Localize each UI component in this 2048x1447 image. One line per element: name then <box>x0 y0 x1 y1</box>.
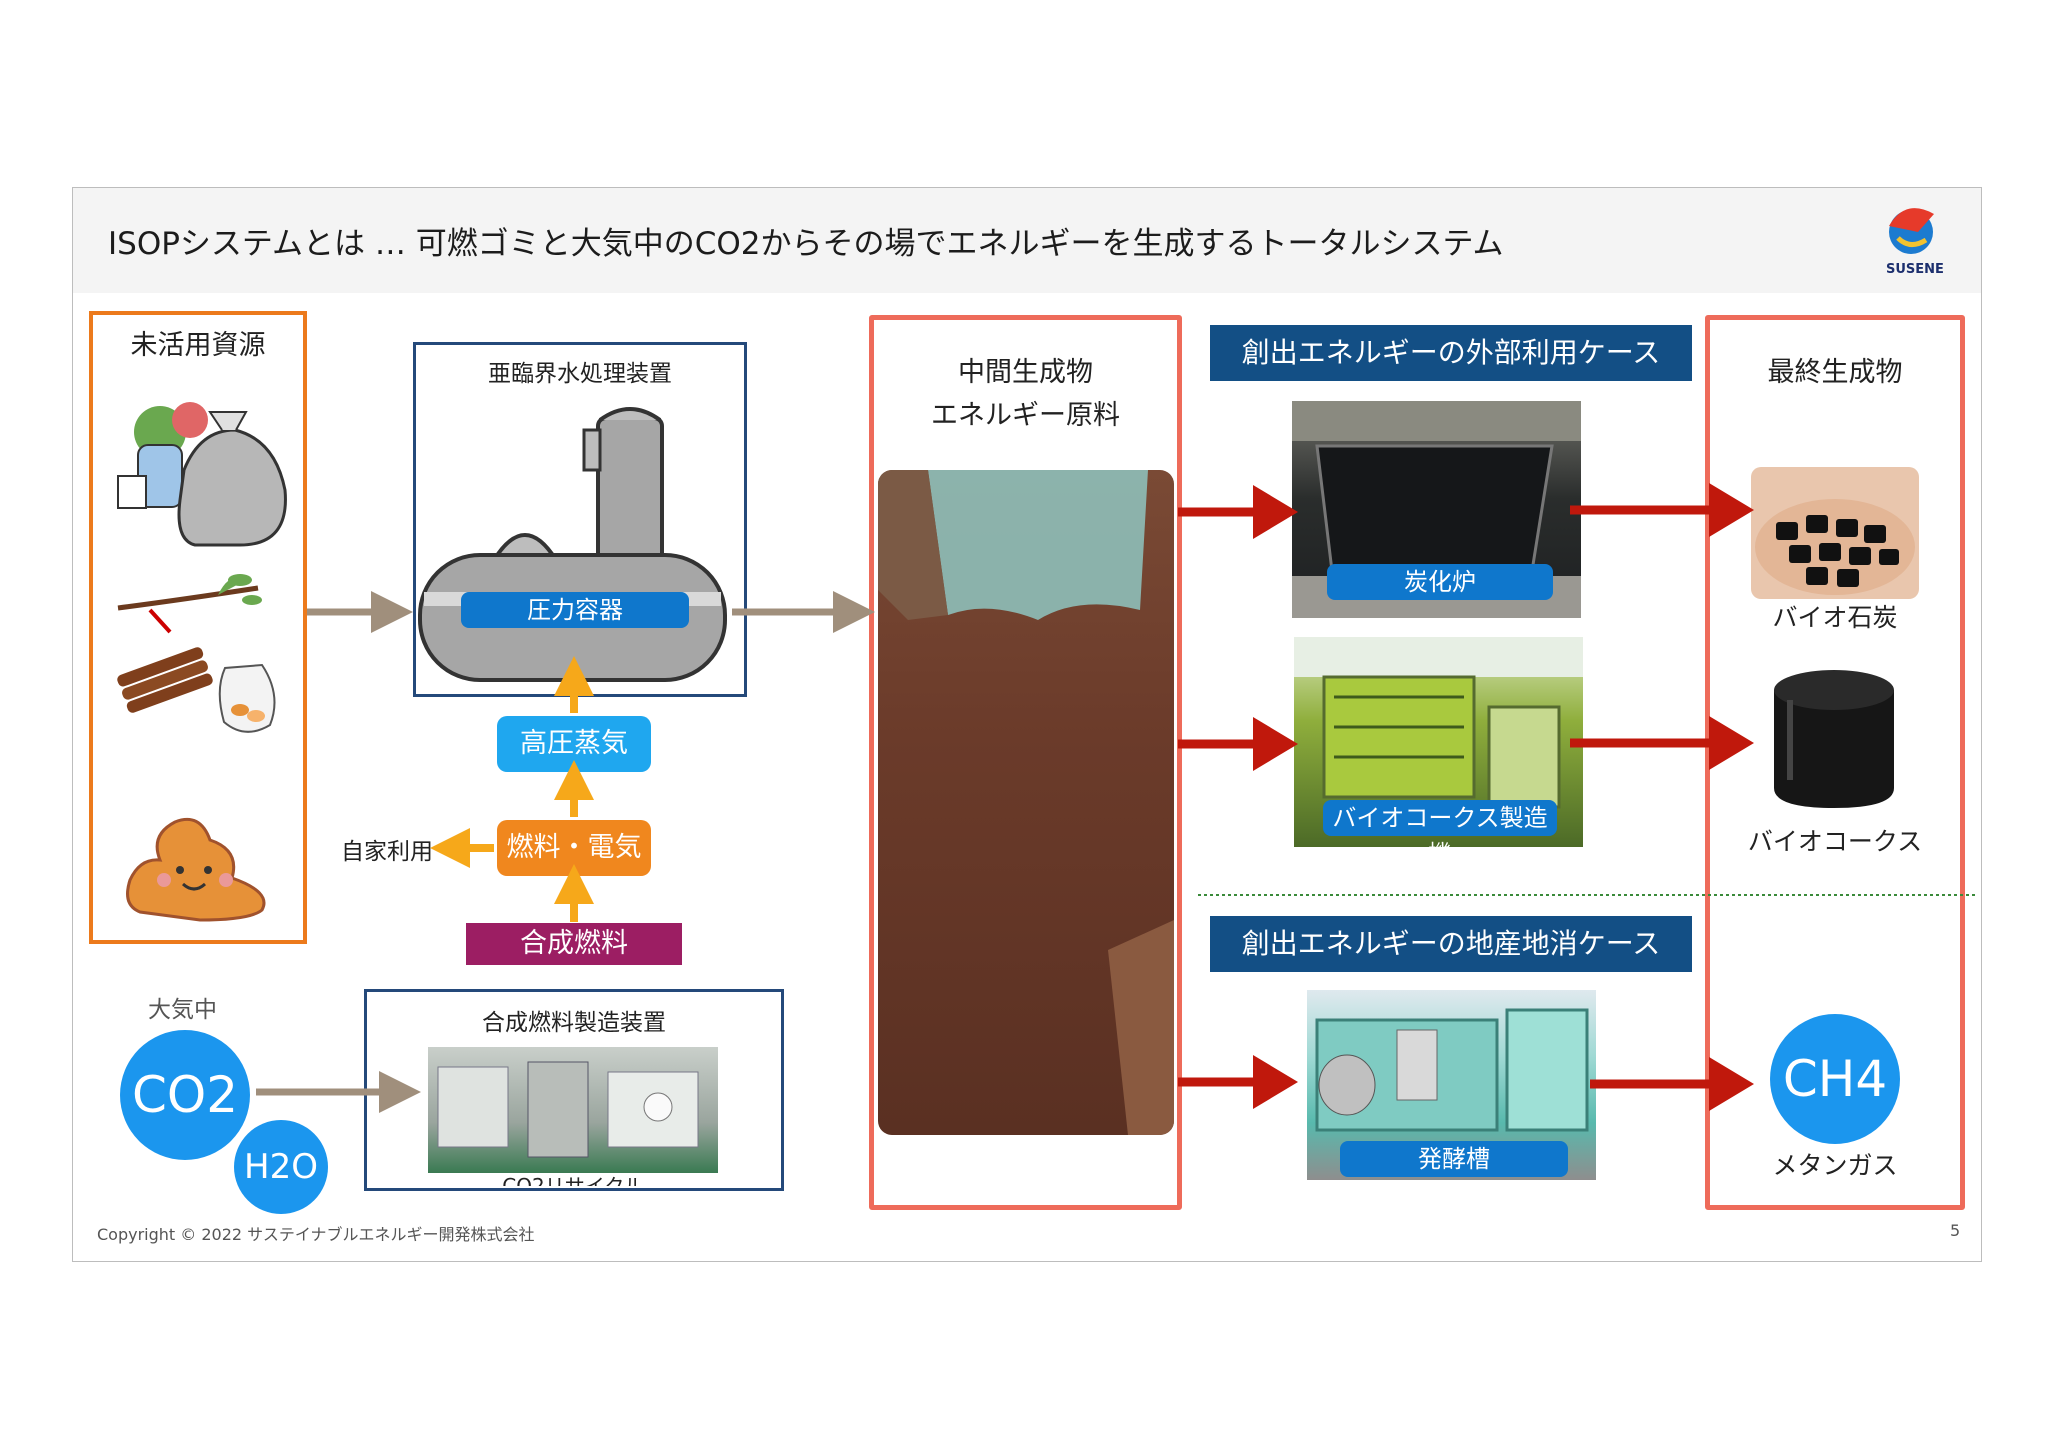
final-product-title: 最終生成物 <box>1767 357 1903 388</box>
intermediate-title-line1: 中間生成物 <box>958 357 1093 388</box>
unused-resources-box <box>89 311 307 944</box>
intermediate-material-photo <box>878 470 1174 1135</box>
red-arrows <box>1178 483 1754 1111</box>
ch4-circle: CH4 <box>1770 1014 1900 1144</box>
poop-icon <box>126 817 266 922</box>
biocoke-label: バイオコークス <box>1747 827 1923 856</box>
external-case-heading: 創出エネルギーの外部利用ケース <box>1210 325 1692 381</box>
branch-wood-icon <box>117 574 276 733</box>
header-band <box>73 188 1981 293</box>
intermediate-box <box>869 315 1182 1210</box>
processor-title: 亜臨界水処理装置 <box>488 361 672 387</box>
synthetic-fuel-bar: 合成燃料 <box>466 923 682 965</box>
co2-recycle-caption: CO2リサイクル <box>502 1174 644 1186</box>
page-number: 5 <box>1950 1221 1961 1240</box>
carbonizer-label: 炭化炉 <box>1327 564 1553 600</box>
copyright: Copyright © 2022 サステイナブルエネルギー開発株式会社 <box>97 1225 535 1244</box>
biocoal-label: バイオ石炭 <box>1772 603 1898 632</box>
methane-gas-label: メタンガス <box>1772 1151 1898 1180</box>
slide-title: ISOPシステムとは … 可燃ゴミと大気中のCO2からその場でエネルギーを生成す… <box>108 226 1504 262</box>
high-pressure-steam-box: 高圧蒸気 <box>497 716 651 772</box>
atmosphere-label: 大気中 <box>148 997 217 1023</box>
synth-plant-title: 合成燃料製造装置 <box>482 1010 666 1036</box>
logo-text: SUSENE <box>1886 262 1944 277</box>
co2-circle: CO2 <box>120 1030 250 1160</box>
gray-arrows <box>256 591 875 1113</box>
garbage-bag-icon <box>117 402 287 547</box>
yellow-arrows <box>430 656 594 922</box>
final-product-box <box>1705 315 1965 1210</box>
synth-plant-photo <box>428 1047 718 1173</box>
self-use-label: 自家利用 <box>341 839 433 865</box>
pressure-vessel-label: 圧力容器 <box>461 592 689 628</box>
carbonizer-photo <box>1292 401 1581 618</box>
h2o-circle: H2O <box>234 1120 328 1214</box>
biocoal-photo <box>1751 467 1919 599</box>
intermediate-title-line2: エネルギー原料 <box>931 400 1120 431</box>
biocoke-machine-label: バイオコークス製造機 <box>1323 800 1557 868</box>
fermenter-label: 発酵槽 <box>1340 1141 1568 1177</box>
local-case-heading: 創出エネルギーの地産地消ケース <box>1210 916 1692 972</box>
unused-resources-title: 未活用資源 <box>130 330 266 361</box>
